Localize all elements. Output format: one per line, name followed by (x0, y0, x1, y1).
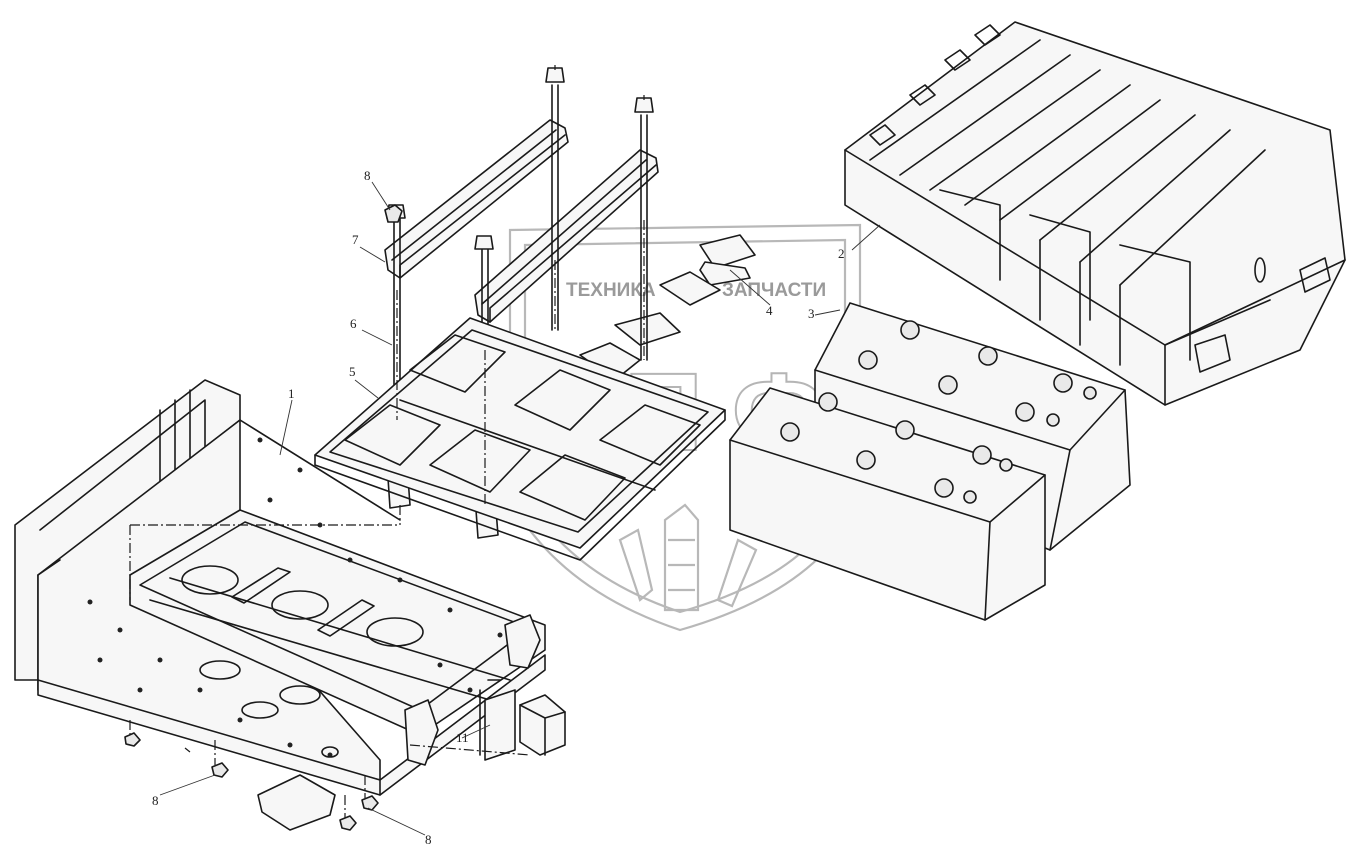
watermark-wheat-icon (618, 503, 758, 612)
callout-1: 1 (288, 386, 295, 401)
battery-cover (844, 21, 1346, 406)
callout-6: 6 (350, 316, 357, 331)
callout-7: 7 (352, 232, 359, 247)
callout-8-top: 8 (364, 168, 371, 183)
callout-5: 5 (349, 364, 356, 379)
clamp-bar-right (474, 149, 659, 323)
callout-leaders (159, 181, 881, 836)
callout-3: 3 (808, 306, 815, 321)
callout-2: 2 (838, 246, 845, 261)
terminal-covers (579, 234, 756, 381)
battery-front (729, 387, 1046, 621)
battery-box-frame (14, 379, 546, 796)
callout-labels: 1 2 3 4 5 6 7 8 8 8 11 (152, 168, 845, 847)
watermark-right-text: ЗАПЧАСТИ (722, 280, 826, 301)
battery-tray (314, 317, 726, 561)
centerlines (129, 220, 645, 600)
latch-bracket (409, 679, 566, 761)
callout-8-left: 8 (152, 793, 159, 808)
callout-11: 11 (456, 730, 469, 745)
watermark-left-text: ТЕХНИКА (566, 280, 656, 301)
callout-4: 4 (766, 303, 773, 318)
callout-8-bottom: 8 (425, 832, 432, 847)
